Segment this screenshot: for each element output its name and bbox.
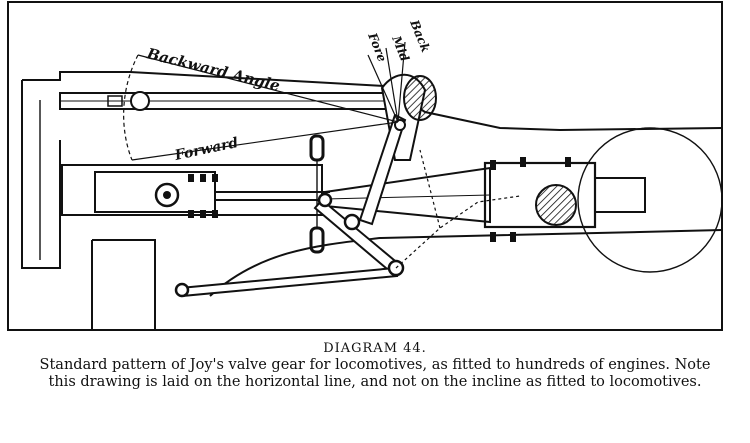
bolt-heads bbox=[188, 174, 218, 218]
caption-body: Standard pattern of Joy's valve gear for… bbox=[39, 357, 711, 390]
frame-lower-edge bbox=[91, 229, 723, 330]
piston-rod-block bbox=[94, 171, 216, 213]
valve-rod-gland bbox=[130, 91, 150, 111]
label-mid: Mid bbox=[389, 33, 412, 64]
caption-title: DIAGRAM 44. bbox=[323, 341, 427, 356]
slide-bar-upper bbox=[309, 134, 325, 162]
link-pin-mid bbox=[343, 213, 361, 231]
page-edge bbox=[0, 431, 750, 443]
radius-rod bbox=[358, 113, 407, 226]
label-back: Back bbox=[407, 17, 433, 54]
slide-bar-lower bbox=[309, 226, 325, 254]
angle-lines bbox=[131, 41, 406, 161]
label-fore: Fore bbox=[365, 30, 390, 64]
anchor-link bbox=[178, 266, 399, 298]
arc-marker bbox=[123, 54, 139, 161]
anchor-pin bbox=[174, 282, 190, 298]
valve-gear-diagram: Backward Angle Forward Fore Mid Back bbox=[7, 1, 723, 331]
weigh-shaft bbox=[403, 75, 437, 121]
diagram-border bbox=[7, 1, 723, 331]
crank-pin bbox=[535, 184, 577, 226]
frame-left-block bbox=[21, 80, 61, 269]
connecting-rod bbox=[324, 166, 491, 224]
driving-wheel bbox=[577, 127, 723, 273]
label-backward-angle: Backward Angle bbox=[144, 44, 282, 95]
motion-path bbox=[395, 195, 521, 269]
link-pin-upper bbox=[317, 192, 333, 208]
big-end-bolts bbox=[490, 157, 571, 242]
label-forward: Forward bbox=[173, 135, 240, 164]
